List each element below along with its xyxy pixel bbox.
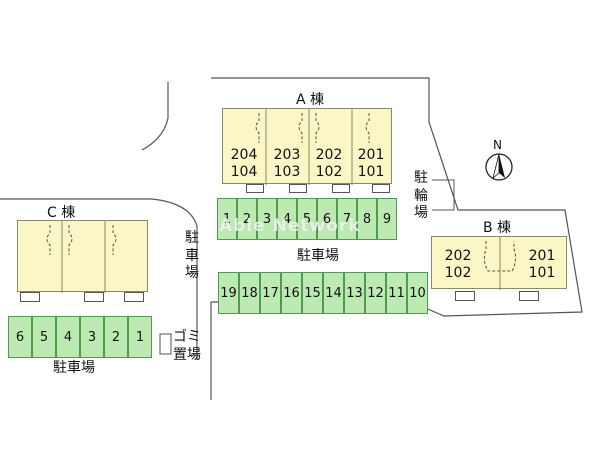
entrance-step: [332, 184, 350, 193]
parking-space: 3: [257, 198, 277, 240]
entrance-step: [289, 184, 307, 193]
parking-space: 2: [237, 198, 257, 240]
entrance-step: [124, 292, 144, 302]
building-a-walls: [255, 109, 370, 185]
parking-space: 10: [407, 272, 428, 314]
building-b-label: B 棟: [483, 220, 512, 236]
parking-space: 18: [239, 272, 260, 314]
building-a: [222, 108, 392, 185]
parking-space: 1: [217, 198, 237, 240]
parking-space: 15: [302, 272, 323, 314]
building-c-label: C 棟: [47, 205, 76, 221]
c-lot-boundary: [0, 198, 198, 360]
parking-space: 3: [80, 316, 104, 358]
entrance-step: [246, 184, 264, 193]
garbage-box: [159, 333, 172, 355]
parking-space: 17: [260, 272, 281, 314]
bicycle-parking-label: 駐 輪 場: [414, 170, 428, 221]
parking-space: 5: [32, 316, 56, 358]
parking-space: 2: [104, 316, 128, 358]
entrance-step: [84, 292, 104, 302]
parking-space: 4: [56, 316, 80, 358]
bicycle-parking-marker: [432, 179, 455, 211]
compass-north-label: N: [493, 138, 502, 152]
parking-space: 5: [297, 198, 317, 240]
compass-icon: [485, 153, 513, 181]
parking-vertical-label: 駐 車 場: [185, 230, 199, 281]
road-curve: [141, 82, 169, 151]
building-a-label: A 棟: [296, 92, 325, 108]
parking-space: 16: [281, 272, 302, 314]
parking-space: 1: [128, 316, 152, 358]
parking-space: 6: [8, 316, 32, 358]
parking-space: 8: [357, 198, 377, 240]
building-c: [17, 220, 148, 293]
parking-space: 12: [365, 272, 386, 314]
entrance-step: [519, 291, 539, 301]
parking-space: 6: [317, 198, 337, 240]
building-c-walls: [46, 221, 117, 293]
entrance-step: [20, 292, 40, 302]
entrance-step: [455, 291, 475, 301]
building-b: [431, 236, 567, 290]
building-b-walls: [483, 237, 517, 290]
entrance-step: [372, 184, 390, 193]
garbage-label: ゴミ 置場: [173, 329, 201, 363]
parking-space: 11: [386, 272, 407, 314]
parking-space: 9: [377, 198, 397, 240]
parking-space: 13: [344, 272, 365, 314]
parking-space: 19: [218, 272, 239, 314]
parking-space: 14: [323, 272, 344, 314]
parking-c-label: 駐車場: [53, 360, 95, 376]
parking-center-label: 駐車場: [297, 248, 339, 264]
watermark: Able Network: [219, 216, 361, 236]
parking-space: 4: [277, 198, 297, 240]
parking-space: 7: [337, 198, 357, 240]
